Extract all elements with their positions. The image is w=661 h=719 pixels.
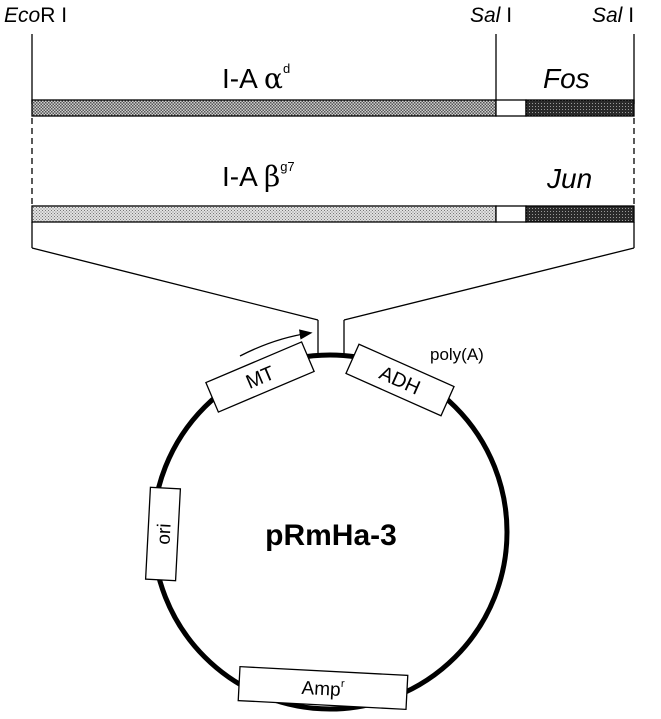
jun-segment	[525, 205, 635, 223]
beta-construct-label: I-A βg7	[222, 159, 295, 193]
sali-site-label-1: Sal I	[470, 4, 512, 27]
alpha-linker-segment	[495, 99, 527, 117]
beta-chain-segment	[31, 205, 497, 223]
plasmid-name: pRmHa-3	[265, 519, 397, 552]
fos-segment	[525, 99, 635, 117]
insertion-converge-left	[31, 247, 319, 321]
ori-segment: ori	[144, 486, 182, 582]
sali-site-label-2: Sal I	[592, 4, 634, 27]
ecori-site-label: EcoR I	[4, 4, 67, 27]
insertion-converge-right	[343, 247, 635, 321]
amp-label: Ampr	[301, 676, 345, 701]
polya-label: poly(A)	[430, 345, 484, 364]
ori-label: ori	[153, 523, 175, 545]
alpha-chain-segment	[31, 99, 497, 117]
beta-linker-segment	[495, 205, 527, 223]
fos-label: Fos	[543, 63, 590, 94]
transcription-arrow	[239, 329, 313, 357]
beta-construct-bar	[31, 205, 635, 223]
jun-label: Jun	[546, 163, 592, 194]
amp-resistance-segment: Ampr	[237, 665, 409, 711]
alpha-construct-bar	[31, 99, 635, 117]
mt-promoter-segment: MT	[205, 341, 315, 413]
alpha-construct-label: I-A αd	[222, 61, 290, 95]
